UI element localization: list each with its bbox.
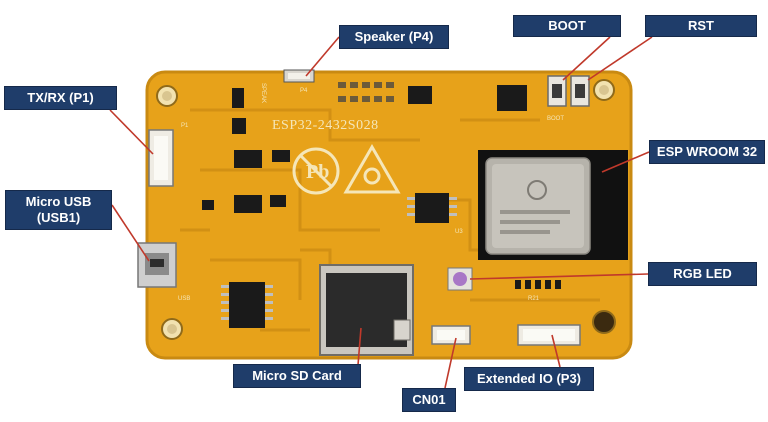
silk-mark-u3: U3	[455, 229, 463, 235]
small-smd-pads	[338, 82, 394, 102]
leader-cn01	[444, 337, 457, 389]
leader-rgb	[469, 273, 649, 280]
soic-chip	[221, 282, 273, 328]
leader-rst	[587, 36, 653, 81]
callout-boot: BOOT	[513, 15, 621, 37]
cn01-connector	[431, 325, 471, 345]
left-components	[202, 150, 290, 213]
callout-micro-sd: Micro SD Card	[233, 364, 361, 388]
callout-micro-usb: Micro USB (USB1)	[5, 190, 112, 230]
rst-button	[570, 75, 590, 107]
esp-wroom-module	[478, 150, 628, 260]
micro-sd-slot	[319, 264, 414, 356]
silk-mark-p1: P1	[181, 123, 189, 129]
leader-usb	[111, 204, 150, 262]
mounting-hole	[592, 310, 616, 334]
usb-silk-label: USB	[178, 296, 190, 302]
callout-rgb-led: RGB LED	[648, 262, 757, 286]
callout-speaker: Speaker (P4)	[339, 25, 449, 49]
speaker-connector	[283, 69, 315, 83]
callout-extended-io: Extended IO (P3)	[464, 367, 594, 391]
boot-button	[547, 75, 567, 107]
svg-text:Pb: Pb	[306, 161, 329, 183]
callout-txrx: TX/RX (P1)	[4, 86, 117, 110]
extended-io-connector	[517, 324, 581, 346]
callout-rst: RST	[645, 15, 757, 37]
silk-mark-r21: R21	[528, 296, 540, 302]
mounting-holes	[156, 79, 616, 340]
board-silkscreen-title: ESP32-2432S028	[272, 118, 379, 133]
leader-esp	[601, 151, 650, 173]
compliance-symbols: Pb	[292, 144, 401, 195]
speaker-silk-label: SPEAK	[260, 83, 266, 103]
silk-mark-boot: BOOT	[547, 116, 564, 122]
leader-ext	[551, 334, 561, 368]
leader-boot	[562, 36, 611, 81]
leader-sd	[357, 327, 362, 366]
rgb-led	[447, 267, 473, 291]
center-chip	[407, 193, 457, 223]
leader-lines	[109, 36, 653, 389]
callout-cn01: CN01	[402, 388, 456, 412]
leader-txrx	[109, 109, 154, 155]
silk-mark-p4: P4	[300, 88, 308, 94]
leader-speaker	[305, 36, 340, 77]
callout-esp-wroom: ESP WROOM 32	[649, 140, 765, 164]
txrx-connector	[148, 129, 174, 187]
micro-usb-port	[137, 242, 177, 288]
right-small-pads	[515, 280, 561, 289]
top-ic-row	[232, 85, 527, 134]
